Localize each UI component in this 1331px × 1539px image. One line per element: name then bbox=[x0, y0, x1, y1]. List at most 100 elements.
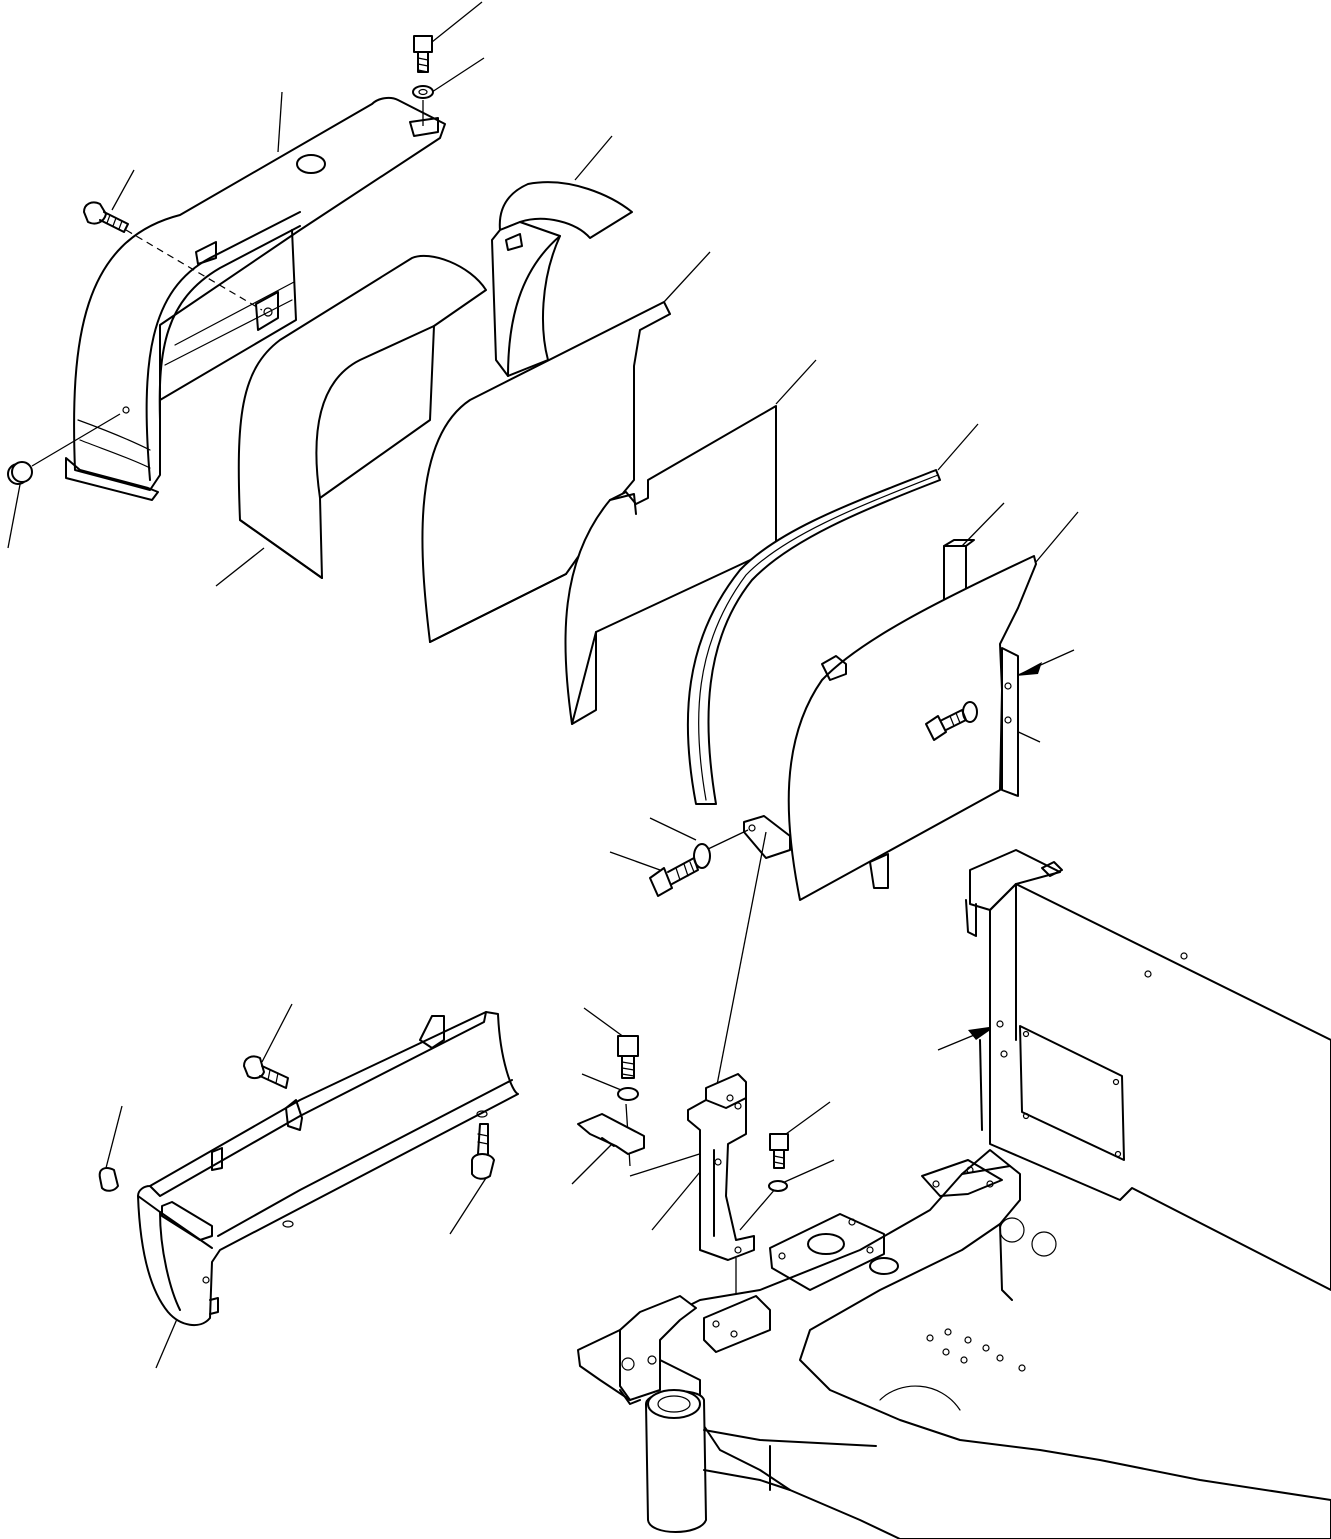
lower-bolt-c-shank bbox=[477, 1123, 489, 1155]
leader-small-cover bbox=[574, 135, 613, 181]
cover-bolt bbox=[83, 201, 129, 233]
top-bolt-thread bbox=[417, 57, 429, 73]
pad-plate-bore bbox=[807, 1233, 845, 1255]
panel-c-edge bbox=[571, 631, 597, 725]
side-plate-bracket-tab bbox=[743, 815, 791, 859]
lower-bolt-a-head bbox=[243, 1055, 265, 1080]
lower-cover bbox=[137, 1011, 519, 1327]
side-plate-hole-1 bbox=[1004, 682, 1012, 690]
lower-bolt-a-shank bbox=[259, 1065, 289, 1089]
top-cover-inner-edge bbox=[159, 229, 297, 401]
lower-cover-top-rim bbox=[149, 1011, 487, 1197]
leader-panel-c bbox=[775, 359, 817, 405]
mount-block-hole-2 bbox=[730, 1330, 738, 1338]
leader-bolt-m bbox=[785, 1101, 831, 1135]
bolt-right-thread bbox=[949, 712, 961, 727]
lower-cover-clip-3 bbox=[419, 1015, 445, 1049]
leader-bolt-l bbox=[609, 851, 661, 871]
bracket-assembly bbox=[577, 1035, 789, 1261]
bolt-left bbox=[649, 843, 711, 897]
small-cover bbox=[491, 181, 633, 377]
hinge-hole-3 bbox=[986, 1180, 994, 1188]
plug bbox=[7, 413, 121, 485]
top-washer-hole bbox=[418, 88, 428, 96]
panel-c bbox=[564, 405, 777, 725]
leader-bracket-washer bbox=[581, 1073, 627, 1093]
frame-bore-1 bbox=[999, 1217, 1025, 1243]
top-cover-shade-3 bbox=[77, 419, 151, 451]
panel-b-inner bbox=[315, 325, 435, 499]
frame-lower-edge bbox=[703, 1429, 877, 1447]
floor-hole-8 bbox=[1018, 1364, 1026, 1372]
cover-bolt-thread bbox=[106, 214, 123, 230]
spacer-block-top bbox=[943, 539, 975, 547]
floor-hole-4 bbox=[982, 1344, 990, 1352]
bracket-washer bbox=[617, 1087, 639, 1101]
bolt-right-head bbox=[925, 715, 947, 741]
pivot-boss-bore bbox=[657, 1395, 691, 1413]
bolt-right bbox=[925, 701, 978, 741]
leader-cover-bolt bbox=[111, 169, 135, 211]
bolt-left-thread bbox=[675, 861, 695, 881]
frame-top-lip-edge bbox=[965, 899, 977, 937]
leader-bracket bbox=[651, 1171, 701, 1231]
panel-a bbox=[421, 301, 671, 643]
side-plate bbox=[743, 539, 1037, 901]
base-frame-post-top bbox=[961, 1149, 1011, 1175]
top-cover-mount-hole bbox=[263, 307, 273, 317]
machine-frame bbox=[577, 849, 1331, 1539]
lower-cover-notch bbox=[209, 1297, 219, 1315]
guide-line-bolt-m bbox=[739, 1187, 777, 1231]
panel-c-sheet bbox=[564, 405, 777, 725]
lower-bolts bbox=[98, 1055, 495, 1192]
side-plate-tab-bottom bbox=[869, 853, 889, 889]
washer-left bbox=[693, 843, 711, 869]
guide-line-clamp bbox=[629, 1149, 713, 1177]
leader-side-plate bbox=[1035, 511, 1079, 563]
top-cover-rib2 bbox=[158, 225, 301, 421]
leader-top-washer bbox=[431, 57, 485, 93]
bracket-bolt-shank bbox=[621, 1055, 635, 1079]
top-washer bbox=[412, 85, 434, 99]
leader-block bbox=[961, 502, 1005, 547]
side-plate-body bbox=[787, 555, 1037, 901]
floor-hole-3 bbox=[964, 1336, 972, 1344]
top-cover-assembly bbox=[65, 96, 446, 501]
bolt-m-head bbox=[769, 1133, 789, 1151]
clamp-plate-bend bbox=[601, 1137, 615, 1147]
frame-eye bbox=[869, 1257, 899, 1275]
bolt-m-thread bbox=[773, 1155, 785, 1165]
small-cover-notch bbox=[505, 233, 523, 251]
lower-bolt-b-head bbox=[98, 1167, 119, 1192]
leader-top-cover bbox=[277, 91, 283, 153]
bracket-bolt-head bbox=[617, 1035, 639, 1057]
bolt-left-head bbox=[649, 867, 673, 897]
lower-cover-hole bbox=[202, 1276, 210, 1284]
leader-lower-bolt-a bbox=[261, 1003, 293, 1063]
panel-b-bottom bbox=[239, 519, 323, 579]
clamp-plate bbox=[577, 1113, 645, 1155]
hinge-plate bbox=[921, 1159, 1003, 1197]
pad-hole-1 bbox=[778, 1252, 786, 1260]
top-bolt-shank bbox=[417, 51, 429, 73]
leader-washer-l bbox=[649, 817, 697, 841]
lower-bolt-c-thread bbox=[477, 1133, 489, 1145]
frame-top-tab bbox=[1041, 861, 1063, 877]
frame-arm-bolt bbox=[621, 1357, 635, 1371]
bracket-bolt-thread bbox=[621, 1061, 635, 1077]
leader-lower-cover bbox=[155, 1311, 181, 1369]
pad-hole-3 bbox=[866, 1246, 874, 1254]
pivot-boss-top bbox=[647, 1389, 701, 1419]
floor-hole-6 bbox=[960, 1356, 968, 1364]
mount-block bbox=[703, 1295, 771, 1353]
top-cover-bolt-pad bbox=[409, 117, 439, 137]
frame-bore-2 bbox=[1031, 1231, 1057, 1257]
leader-lower-bolt-b bbox=[105, 1105, 123, 1169]
bracket-hole-3 bbox=[714, 1158, 722, 1166]
top-bolt-head bbox=[413, 35, 433, 53]
access-plate-screw-3 bbox=[1022, 1112, 1030, 1120]
guide-line-washer bbox=[705, 829, 749, 851]
seal-strip-body bbox=[686, 469, 941, 805]
top-cover-rib bbox=[145, 211, 301, 481]
